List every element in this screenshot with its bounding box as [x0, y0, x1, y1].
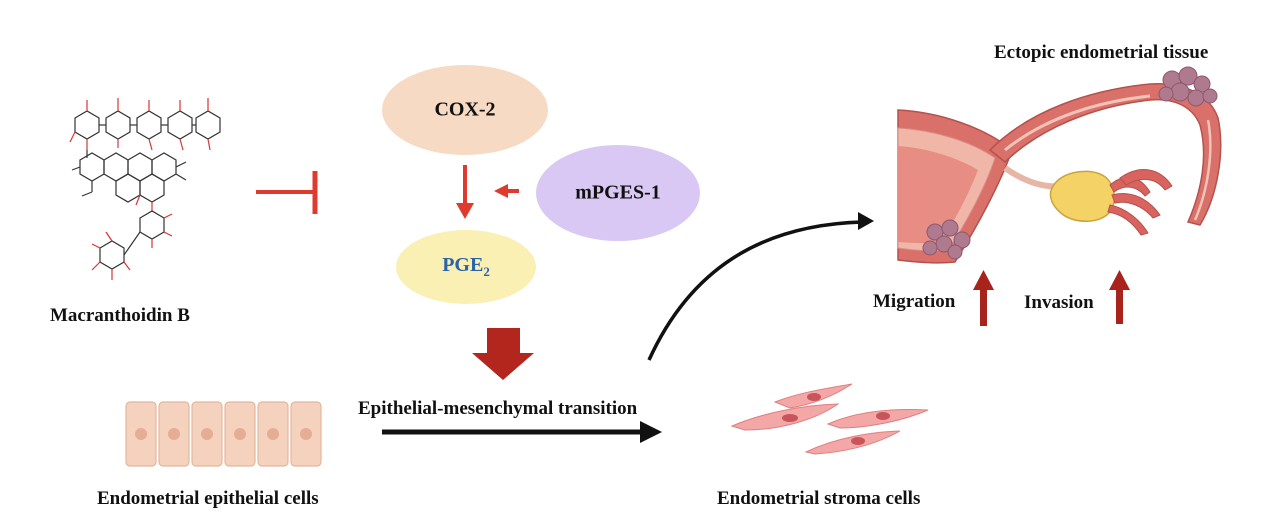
epithelial-nucleus — [135, 428, 312, 440]
invasion-up-arrow — [1109, 270, 1130, 324]
pge2-label: PGE2 — [442, 254, 490, 280]
epithelial-cell — [125, 401, 322, 467]
ectopic-tissue-label: Ectopic endometrial tissue — [994, 42, 1209, 63]
ectopic-tissue-cluster — [1158, 66, 1218, 107]
pge2-main-text: PGE — [442, 254, 484, 276]
stroma-nucleus — [876, 412, 890, 420]
mpges1-label: mPGES-1 — [575, 181, 661, 204]
stroma-nucleus — [851, 437, 865, 445]
stroma-nucleus — [782, 414, 798, 422]
cox2-ellipse — [382, 65, 548, 155]
mpges1-to-pge2-arrow — [494, 184, 519, 198]
curved-arrow-head — [858, 212, 874, 230]
cox2-to-pge2-arrow — [456, 165, 474, 219]
stroma-nucleus — [807, 393, 821, 401]
emt-label: Epithelial-mesenchymal transition — [358, 398, 638, 419]
epithelial-cells-label: Endometrial epithelial cells — [97, 488, 319, 509]
ovary — [1049, 170, 1116, 222]
mpges1-ellipse — [536, 145, 700, 241]
invasion-label: Invasion — [1024, 292, 1094, 313]
migration-up-arrow — [973, 270, 994, 326]
stroma-cells-label: Endometrial stroma cells — [717, 488, 921, 509]
pge2-ellipse — [396, 230, 536, 304]
fallopian-tube — [988, 83, 1222, 226]
migration-label: Migration — [873, 291, 956, 312]
stroma-cells — [730, 383, 929, 455]
macranthoidin-b-structure — [69, 98, 221, 280]
emt-transition-arrow — [382, 421, 662, 443]
cox2-label: COX-2 — [434, 98, 496, 121]
curved-progression-arrow — [647, 220, 863, 361]
compound-label: Macranthoidin B — [50, 305, 190, 326]
ectopic-uterine-cluster — [922, 219, 971, 260]
inhibition-symbol — [256, 171, 318, 214]
emt-down-arrow — [472, 328, 534, 380]
fimbriae — [1107, 169, 1173, 236]
pge2-subscript: 2 — [483, 264, 490, 279]
epithelial-cells — [125, 401, 322, 467]
uterus-illustration — [897, 66, 1222, 264]
